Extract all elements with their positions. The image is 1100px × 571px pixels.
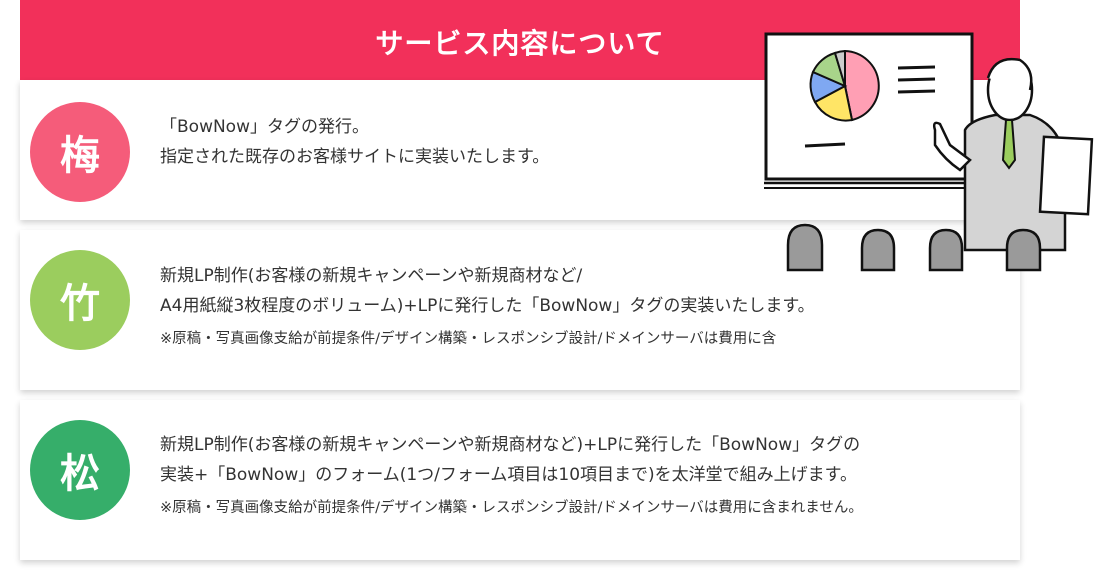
- plan-line: 新規LP制作(お客様の新規キャンペーンや新規商材など/: [160, 266, 583, 286]
- plan-line: 新規LP制作(お客様の新規キャンペーンや新規商材など)+LPに発行した「BowN…: [160, 435, 861, 455]
- plan-badge-take: 竹: [30, 250, 130, 350]
- whiteboard-icon: [764, 32, 980, 189]
- plan-line: 「BowNow」タグの発行。: [160, 117, 369, 137]
- plan-line: A4用紙縦3枚程度のボリューム)+LPに発行した「BowNow」タグの実装いたし…: [160, 296, 815, 316]
- presenter-person-icon: [932, 57, 1094, 252]
- plan-note: ※原稿・写真画像支給が前提条件/デザイン構築・レスポンシブ設計/ドメインサーバは…: [160, 331, 777, 347]
- audience-heads-icon: [786, 223, 1042, 272]
- section-title: サービス内容について: [375, 27, 665, 60]
- plan-note: ※原稿・写真画像支給が前提条件/デザイン構築・レスポンシブ設計/ドメインサーバは…: [160, 500, 863, 516]
- plan-line: 指定された既存のお客様サイトに実装いたします。: [160, 147, 550, 167]
- plan-badge-ume: 梅: [30, 102, 130, 202]
- plan-card-matsu: 松 新規LP制作(お客様の新規キャンペーンや新規商材など)+LPに発行した「Bo…: [20, 400, 1020, 560]
- plan-badge-matsu: 松: [30, 420, 130, 520]
- plan-description-ume: 「BowNow」タグの発行。 指定された既存のお客様サイトに実装いたします。: [160, 112, 549, 172]
- plan-line: 実装+「BowNow」のフォーム(1つ/フォーム項目は10項目まで)を太洋堂で組…: [160, 465, 857, 485]
- presenter-illustration: [764, 32, 1094, 272]
- plan-description-take: 新規LP制作(お客様の新規キャンペーンや新規商材など/ A4用紙縦3枚程度のボリ…: [160, 261, 815, 353]
- plan-card-take: 竹 新規LP制作(お客様の新規キャンペーンや新規商材など/ A4用紙縦3枚程度の…: [20, 230, 1020, 390]
- plan-description-matsu: 新規LP制作(お客様の新規キャンペーンや新規商材など)+LPに発行した「BowN…: [160, 430, 863, 522]
- pie-chart-icon: [809, 49, 880, 122]
